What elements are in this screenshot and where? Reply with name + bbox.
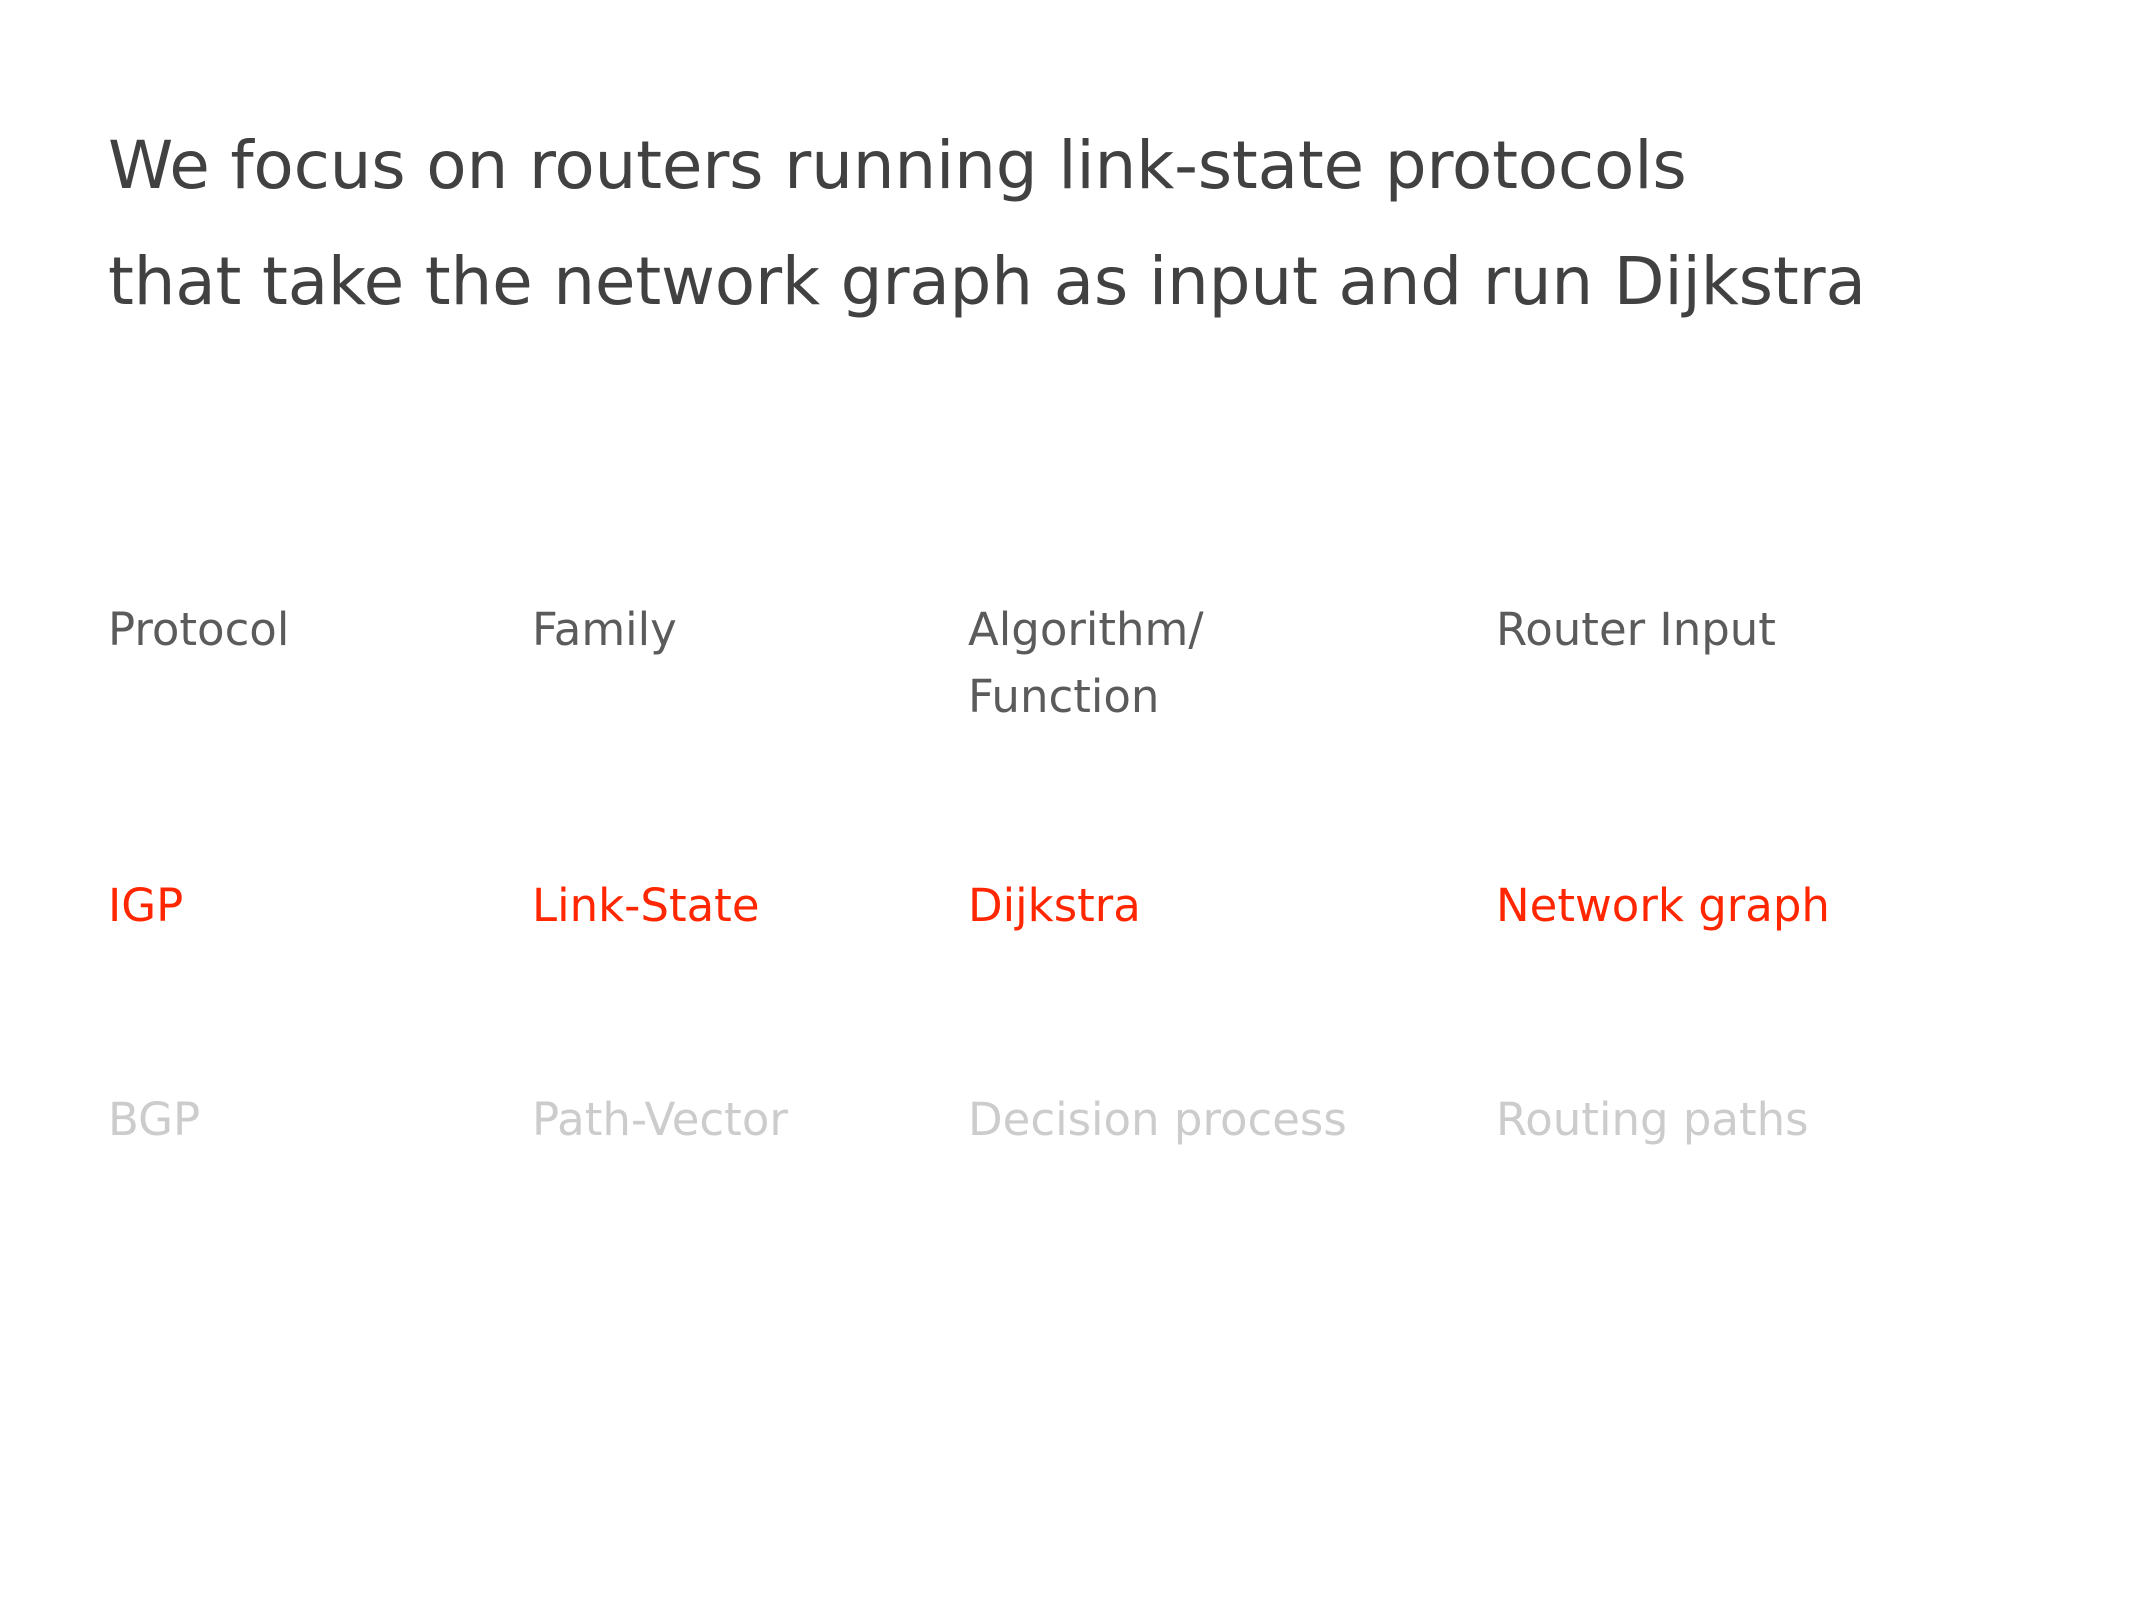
cell-bgp-algorithm: Decision process	[968, 1093, 1347, 1146]
cell-igp-family: Link-State	[532, 879, 760, 932]
page-title: We focus on routers running link-state p…	[108, 108, 2008, 340]
cell-bgp-router-input: Routing paths	[1496, 1093, 1809, 1146]
cell-bgp-family: Path-Vector	[532, 1093, 788, 1146]
column-header-family: Family	[532, 603, 677, 656]
title-line-2: that take the network graph as input and…	[108, 243, 1866, 320]
cell-bgp-protocol: BGP	[108, 1093, 201, 1146]
column-header-protocol: Protocol	[108, 603, 290, 656]
column-header-algorithm-function: Algorithm/ Function	[968, 603, 1204, 723]
title-line-1: We focus on routers running link-state p…	[108, 127, 1687, 204]
column-header-router-input: Router Input	[1496, 603, 1776, 656]
cell-igp-protocol: IGP	[108, 879, 184, 932]
cell-igp-router-input: Network graph	[1496, 879, 1830, 932]
cell-igp-algorithm: Dijkstra	[968, 879, 1141, 932]
